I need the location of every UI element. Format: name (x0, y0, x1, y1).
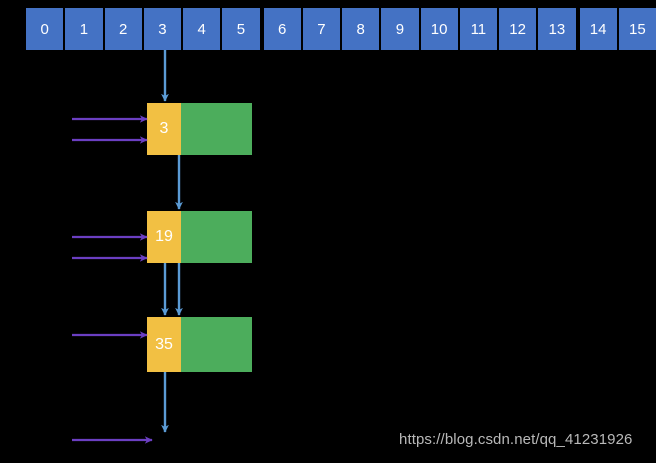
bucket-cell-label: 9 (395, 20, 405, 38)
bucket-cell-label: 8 (356, 20, 365, 38)
chain-node-0[interactable]: 3 (147, 103, 252, 155)
bucket-cell-label: 6 (277, 20, 287, 38)
bucket-cell-label: 3 (158, 20, 167, 38)
chain-node-1-value (181, 211, 252, 263)
chain-node-2[interactable]: 35 (147, 317, 252, 372)
bucket-cell-label: 7 (317, 20, 326, 38)
chain-node-1[interactable]: 19 (147, 211, 252, 263)
chain-node-2-value (181, 317, 252, 372)
bucket-cell-8[interactable]: 8 (340, 8, 380, 50)
bucket-cell-label: 13 (548, 20, 566, 38)
bucket-cell-label: 10 (430, 20, 448, 38)
bucket-cell-label: 12 (509, 20, 526, 38)
bucket-cell-1[interactable]: 1 (63, 8, 103, 50)
bucket-cell-label: 14 (589, 20, 607, 38)
bucket-cell-4[interactable]: 4 (181, 8, 221, 50)
bucket-cell-2[interactable]: 2 (102, 8, 142, 50)
bucket-cell-label: 1 (79, 20, 89, 38)
bucket-cell-5[interactable]: 5 (220, 8, 260, 50)
chain-node-0-key: 3 (147, 103, 181, 155)
bucket-cell-3[interactable]: 3 (141, 8, 181, 50)
bucket-cell-10[interactable]: 10 (418, 8, 458, 50)
bucket-cell-label: 5 (236, 20, 246, 38)
bucket-cell-0[interactable]: 0 (26, 8, 64, 50)
bucket-cell-label: 2 (118, 20, 128, 38)
bucket-cell-15[interactable]: 15 (616, 8, 656, 50)
chain-node-2-key: 35 (147, 317, 181, 372)
chain-node-0-value (181, 103, 252, 155)
bucket-cell-13[interactable]: 13 (536, 8, 576, 50)
bucket-cell-label: 11 (470, 20, 487, 38)
bucket-cell-12[interactable]: 12 (497, 8, 537, 50)
bucket-cell-label: 0 (40, 20, 49, 38)
watermark-url: https://blog.csdn.net/qq_41231926 (399, 431, 633, 448)
bucket-cell-11[interactable]: 11 (457, 8, 497, 50)
bucket-cell-label: 15 (629, 20, 646, 38)
bucket-cell-9[interactable]: 9 (379, 8, 419, 50)
bucket-cell-14[interactable]: 14 (575, 8, 617, 50)
bucket-cell-6[interactable]: 6 (259, 8, 301, 50)
bucket-cell-7[interactable]: 7 (300, 8, 340, 50)
bucket-cell-label: 4 (197, 20, 206, 38)
chain-node-1-key: 19 (147, 211, 181, 263)
